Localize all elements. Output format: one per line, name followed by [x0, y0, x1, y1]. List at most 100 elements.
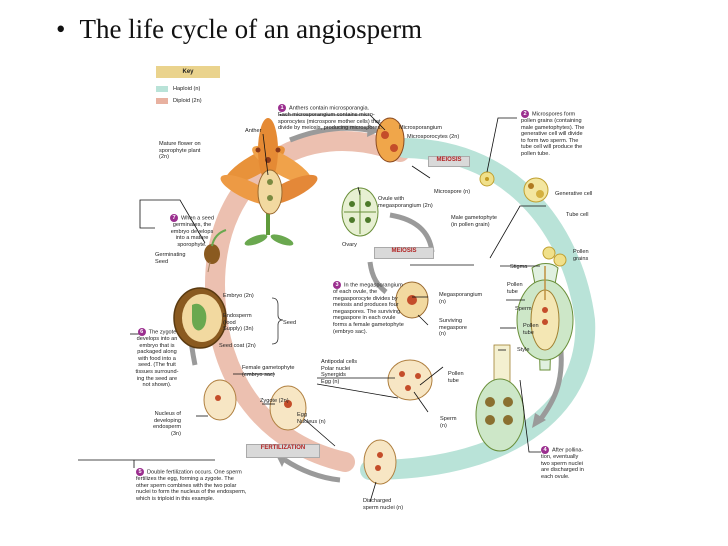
label-pollen-tube-3-a: Pollen — [448, 371, 464, 377]
step-2-line-3: male gametophytes). The — [521, 124, 585, 131]
label-female-gametophyte-2: (embryo sac) — [242, 371, 275, 378]
step-2-line-6: tube cell will produce the — [521, 144, 583, 151]
label-antipodal-2: Polar nuclei — [321, 365, 351, 372]
step-1-line-2: Each microsporangium contains micro- — [278, 112, 375, 119]
label-surviving-megaspore-3: (n) — [439, 331, 446, 338]
pollen-grains — [479, 171, 567, 267]
key-swatch-haploid — [156, 86, 168, 92]
arrow-bottom — [283, 457, 341, 483]
label-sperm-1: Sperm — [515, 306, 532, 312]
step-1-number: 1 — [278, 104, 286, 112]
label-nucleus-endosperm-4: (3n) — [171, 430, 181, 437]
label-discharged-2: sperm nuclei (n) — [363, 504, 404, 511]
label-seed-coat: Seed coat (2n) — [219, 343, 256, 349]
label-pollen-tube-2: Pollen tube — [523, 323, 539, 336]
pistil-drawing — [516, 263, 574, 371]
key-label-haploid: Haploid (n) — [173, 86, 201, 92]
key-label-diploid: Diploid (2n) — [173, 98, 202, 104]
label-megasporangium: Megasporangium (n) — [439, 292, 482, 305]
zygote-ovule — [269, 385, 307, 431]
label-discharged: Discharged sperm nuclei (n) — [363, 498, 403, 511]
fertilization-label: FERTILIZATION — [246, 444, 320, 458]
step-2-line-5: to form two sperm. The — [521, 137, 579, 144]
label-pollen-tube-1: Pollen tube — [507, 282, 523, 295]
step-7-line-2: germinates, the — [172, 222, 212, 229]
label-microspore: Microspore (n) — [434, 189, 471, 195]
step-4-line-1: After pollina- — [552, 447, 584, 454]
label-pollen-tube-3-b: tube — [448, 377, 459, 384]
ovary-section — [341, 187, 379, 237]
step-3-line-1: In the megasporangium — [344, 282, 403, 289]
step-3-line-8: (embryo sac). — [333, 328, 368, 335]
step-6-line-2: develops into an — [136, 336, 178, 343]
label-mature-flower-1: Mature flower on — [159, 141, 201, 147]
label-antipodal-3: Synergids — [321, 372, 346, 379]
step-5-line-5: which is triploid in this example. — [136, 495, 215, 502]
label-discharged-1: Discharged — [363, 498, 392, 504]
step-6-line-7: tissues surround- — [135, 369, 179, 376]
step-5-line-4: nuclei to form the nucleus of the endosp… — [136, 489, 247, 496]
step-5-line-2: fertilizes the egg, forming a zygote. Th… — [136, 476, 234, 483]
label-nucleus-endosperm: Nucleus of developing endosperm (3n) — [151, 411, 181, 437]
annotation-lines — [78, 114, 546, 503]
step-4-number: 4 — [541, 446, 549, 454]
label-pollen-tube-2-a: Pollen — [523, 323, 539, 329]
fertilization-ovule — [363, 439, 397, 485]
arrow-ovule — [367, 261, 388, 294]
step-2-line-2: pollen grains (containing — [521, 118, 582, 125]
label-germinating-seed: Germinating Seed — [155, 252, 185, 265]
step-6-line-3: embryo that is — [139, 342, 175, 349]
step-7-line-3: embryo develops — [170, 228, 214, 235]
developing-endosperm — [203, 379, 237, 421]
label-pollen-tube-1-b: tube — [507, 288, 518, 295]
step-6-line-8: ing the seed are — [136, 375, 178, 382]
step-4-line-2: tion, eventually — [541, 454, 579, 461]
label-pollen-tube-1-a: Pollen — [507, 282, 523, 288]
label-microsporocytes: Microsporocytes (2n) — [407, 134, 460, 140]
step-5-line-3: other sperm combines with the two polar — [136, 482, 237, 489]
step-7-line-4: into a mature — [175, 235, 209, 242]
label-nucleus-endosperm-2: developing — [153, 417, 181, 424]
step-3-line-7: forms a female gametophyte — [333, 322, 404, 329]
label-pollen-grains-2: grains — [573, 255, 589, 262]
label-pollen-grains-1: Pollen — [573, 249, 589, 255]
label-antipodal-4: Egg (n) — [321, 378, 340, 385]
label-mature-flower-3: (2n) — [159, 154, 169, 161]
step-5-number: 5 — [136, 468, 144, 476]
label-pollen-grains: Pollen grains — [573, 249, 589, 262]
label-pollen-tube-2-b: tube — [523, 329, 534, 336]
step-2-line-4: generative cell will divide — [521, 131, 583, 138]
label-pollen-tube-3: Pollen tube — [448, 371, 464, 384]
step-6-line-9: not shown). — [142, 382, 172, 389]
step-1-line-3: sporocytes (microspore mother cells) tha… — [278, 118, 381, 125]
diploid-arc — [204, 131, 410, 472]
step-6-line-6: seed. (The fruit — [138, 362, 176, 369]
step-1-line-4: divide by meiosis, producing microspores… — [278, 125, 382, 132]
label-germinating-seed-2: Seed — [155, 258, 169, 265]
step-3-line-3: megasporocyte divides by — [333, 295, 398, 302]
step-1-line-1: Anthers contain microsporangia. — [289, 105, 370, 112]
arrow-top-head — [367, 124, 380, 137]
label-nucleus-endosperm-3: endosperm — [153, 424, 181, 431]
label-male-gametophyte: Male gametophyte (in pollen grain) — [451, 215, 497, 228]
step-4-line-5: each ovule. — [541, 473, 570, 480]
label-ovule-1: Ovule with — [378, 196, 405, 202]
label-anther: Anther — [245, 128, 262, 134]
step-3-line-2: of each ovule, the — [333, 289, 378, 296]
label-style: Style — [517, 347, 530, 353]
embryo-sac-drawing — [387, 359, 433, 401]
megasporangium-drawing — [395, 281, 429, 319]
label-ovule-2: megasporangium (2n) — [378, 202, 433, 209]
label-megasporangium-1: Megasporangium — [439, 292, 483, 298]
label-sperm-2: Sperm (n) — [440, 416, 456, 429]
label-endosperm-2: (food — [223, 319, 236, 326]
step-5-line-1: Double fertilization occurs. One sperm — [147, 469, 242, 476]
label-egg-nucleus-1: Egg — [297, 412, 307, 418]
step-2-line-1: Microspores form — [532, 111, 576, 118]
label-embryo: Embryo (2n) — [223, 293, 254, 299]
label-ovary: Ovary — [342, 242, 357, 248]
slide-title-text: The life cycle of an angiosperm — [79, 14, 423, 44]
